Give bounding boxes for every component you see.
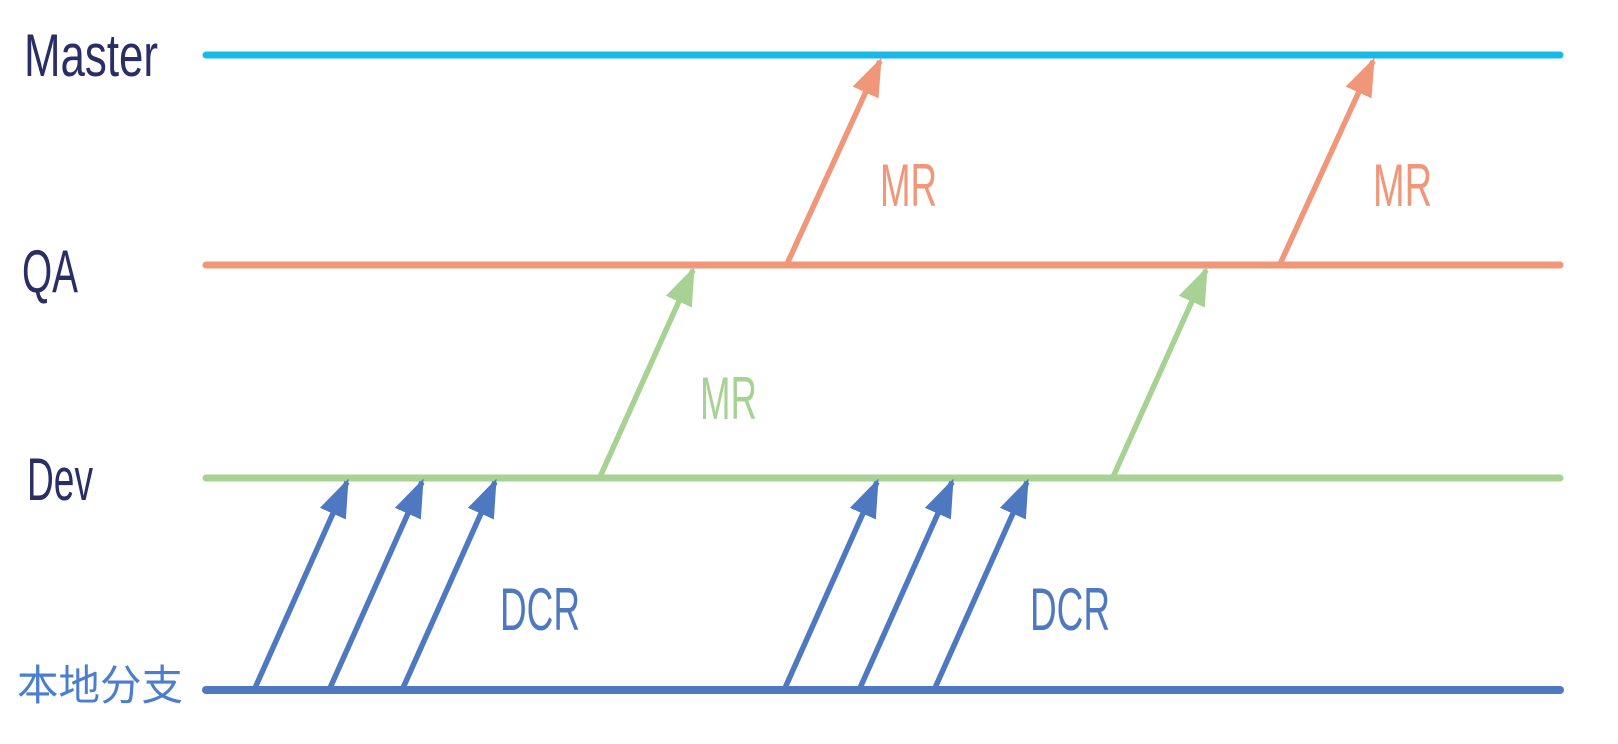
branch-label-qa: QA	[22, 238, 78, 305]
dcr-label-1: DCR	[500, 576, 580, 643]
branch-label-dev: Dev	[27, 446, 93, 513]
dcr-arrow-4	[782, 478, 880, 690]
mr-qa-master-arrow-1	[784, 57, 883, 266]
dcr-arrow-6	[932, 478, 1030, 690]
mr-dev-qa-arrow-1	[597, 266, 696, 479]
mr-dev-qa-arrow-2	[1110, 266, 1209, 479]
dcr-arrow-5	[857, 478, 955, 690]
mr-label-dev-qa: MR	[700, 365, 757, 432]
dcr-label-2: DCR	[1030, 576, 1110, 643]
mr-qa-master-arrow-2	[1277, 57, 1376, 266]
mr-label-qa-master-1: MR	[880, 152, 937, 219]
dcr-arrow-1	[252, 478, 350, 690]
branch-label-master: Master	[24, 22, 158, 89]
mr-label-qa-master-2: MR	[1373, 152, 1432, 219]
branch-label-local: 本地分支	[17, 662, 183, 709]
dcr-arrow-2	[327, 478, 425, 690]
dcr-arrow-3	[400, 478, 498, 690]
